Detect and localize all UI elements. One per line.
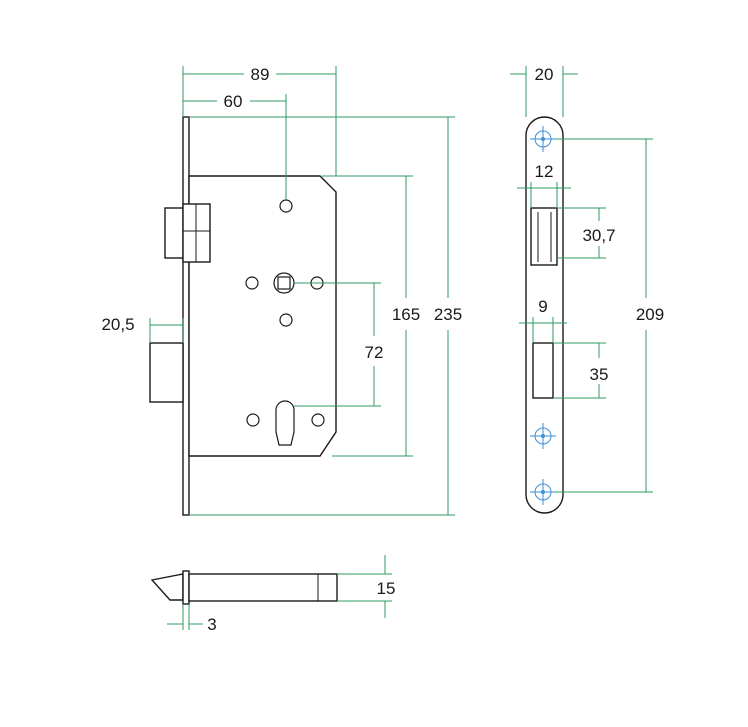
dimension-72: 72 (294, 282, 384, 407)
bolt-slot (532, 342, 554, 399)
follower-square (273, 272, 295, 294)
dimension-20: 20 (510, 65, 578, 117)
label-89: 89 (251, 65, 270, 84)
dimension-165: 165 (322, 175, 420, 457)
label-3: 3 (207, 615, 216, 634)
label-165: 165 (392, 305, 420, 324)
dimension-209: 209 (556, 138, 664, 493)
label-235: 235 (434, 305, 462, 324)
fixing-hole-left (245, 276, 259, 290)
label-35: 35 (590, 365, 609, 384)
label-12: 12 (535, 162, 554, 181)
label-20-5: 20,5 (101, 315, 134, 334)
latch-nose (150, 573, 184, 601)
label-9: 9 (538, 297, 547, 316)
bottom-view: 15 3 (150, 555, 395, 634)
fixing-hole-middle (279, 313, 293, 327)
fixing-hole-bottom-right (311, 413, 325, 427)
screw-hole-top-icon (530, 126, 556, 152)
screw-hole-bottom-icon (530, 479, 556, 505)
dimension-9: 9 (519, 297, 567, 343)
label-15: 15 (377, 579, 396, 598)
latch-bolt (164, 203, 211, 263)
dimension-235: 235 (189, 116, 462, 516)
dimension-15: 15 (337, 555, 395, 618)
label-209: 209 (636, 305, 664, 324)
label-72: 72 (365, 343, 384, 362)
dimension-89: 89 (182, 65, 337, 176)
bottom-case (188, 573, 338, 602)
dimension-30-7: 30,7 (557, 207, 616, 259)
label-30-7: 30,7 (582, 226, 615, 245)
forend-plate (182, 116, 190, 516)
forend-view: 20 12 30,7 209 9 (510, 65, 664, 514)
dimension-60: 60 (183, 92, 287, 200)
bottom-forend (182, 570, 190, 605)
dead-bolt (149, 342, 184, 403)
cylinder-keyhole (275, 400, 295, 446)
label-20: 20 (535, 65, 554, 84)
dimension-35: 35 (553, 342, 609, 399)
dimension-3: 3 (167, 604, 217, 634)
fixing-hole-top (279, 199, 293, 213)
lock-case (188, 175, 337, 457)
screw-hole-middle-icon (530, 423, 556, 449)
dimension-12: 12 (517, 162, 571, 208)
label-60: 60 (224, 92, 243, 111)
fixing-hole-bottom-left (246, 413, 260, 427)
latch-slot (530, 207, 558, 266)
dimension-20-5: 20,5 (101, 315, 184, 343)
front-view: 89 60 235 165 (101, 65, 462, 516)
